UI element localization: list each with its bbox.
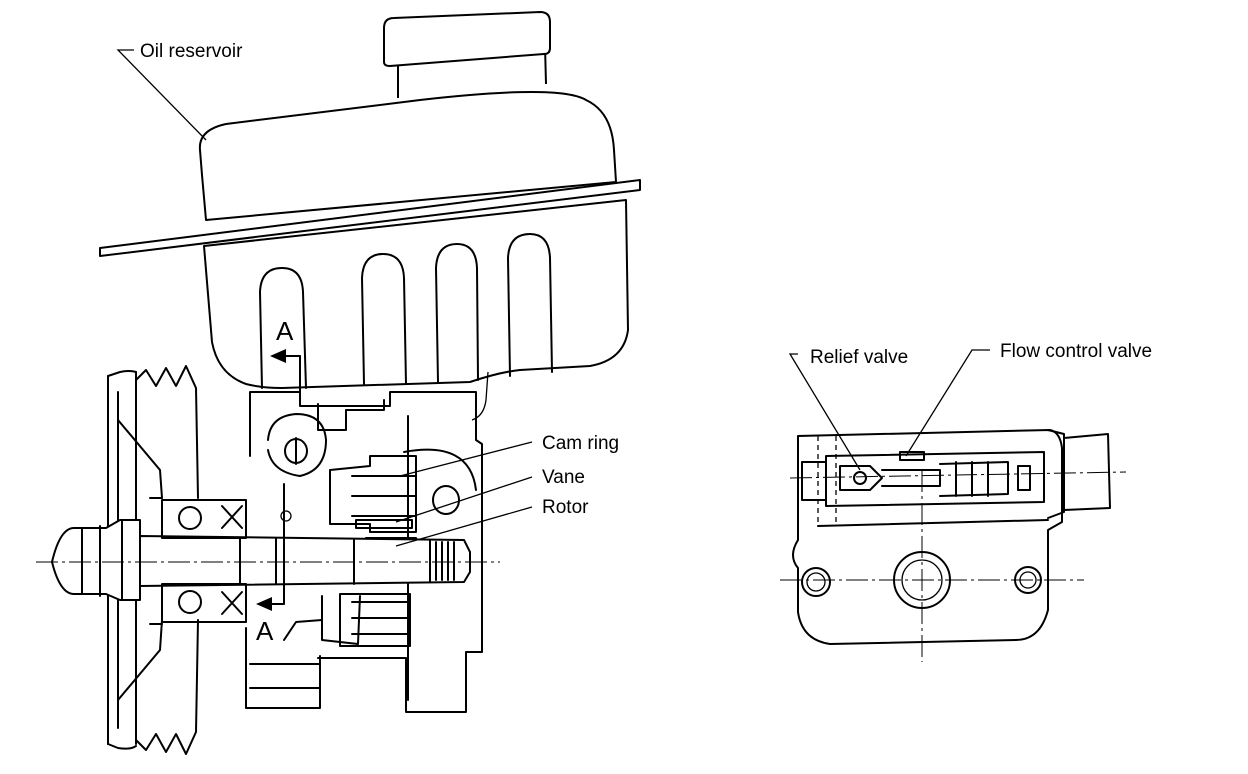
cam-ring-lower (339, 593, 411, 647)
relief-valve-label: Relief valve (810, 347, 908, 368)
relief-valve-leader (788, 353, 861, 471)
oil-reservoir-label: Oil reservoir (140, 41, 243, 62)
drive-shaft (51, 519, 471, 601)
section-a-a-drawing (780, 429, 1127, 662)
section-mark-top: A (276, 316, 294, 346)
cam-ring-leader (399, 441, 533, 477)
bearing-lower (161, 583, 247, 623)
oil-reservoir (99, 91, 641, 421)
vane-leader (395, 476, 533, 523)
vane (355, 519, 413, 529)
cam-ring (329, 448, 477, 533)
oil-reservoir-leader (116, 49, 207, 141)
bearing-upper (161, 499, 247, 539)
pump-assembly-drawing (36, 11, 641, 755)
reservoir-cap (383, 11, 551, 98)
flow-control-valve-leader (905, 349, 990, 457)
vane-label: Vane (542, 467, 585, 488)
section-arrow-bottom (256, 483, 285, 611)
cam-ring-label: Cam ring (542, 433, 619, 454)
rotor-leader (395, 506, 533, 547)
flow-control-valve-label: Flow control valve (1000, 341, 1152, 362)
rotor-label: Rotor (542, 497, 589, 518)
section-arrow-top (270, 349, 301, 393)
section-mark-bottom: A (256, 616, 274, 646)
